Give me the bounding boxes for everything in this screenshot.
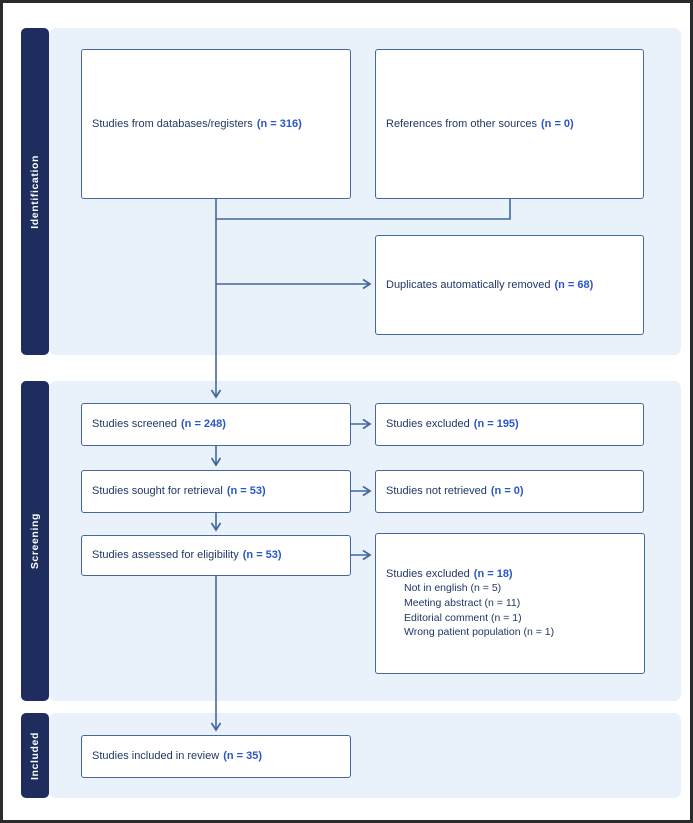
box-count: (n = 18) — [473, 567, 513, 580]
box-label: Studies excluded — [386, 567, 470, 580]
box-count: (n = 68) — [554, 278, 594, 291]
screening-section-tab: Screening — [21, 381, 49, 701]
box-count: (n = 53) — [242, 549, 282, 562]
box-duplicates-removed: Duplicates automatically removed(n = 68) — [375, 235, 644, 335]
box-studies-included-review: Studies included in review(n = 35) — [81, 735, 351, 778]
box-studies-sought-retrieval: Studies sought for retrieval(n = 53) — [81, 470, 351, 513]
box-count: (n = 35) — [223, 750, 263, 763]
box-studies-not-retrieved: Studies not retrieved(n = 0) — [375, 470, 644, 513]
screening-section-label: Screening — [29, 512, 41, 570]
exclusion-reason: Not in english (n = 5) — [404, 582, 502, 595]
exclusion-reason: Meeting abstract (n = 11) — [404, 596, 521, 609]
box-count: (n = 316) — [256, 117, 302, 130]
box-studies-excluded-screening: Studies excluded(n = 195) — [375, 403, 644, 446]
box-label: Studies included in review — [92, 750, 220, 763]
box-label: Studies sought for retrieval — [92, 485, 223, 498]
box-studies-screened: Studies screened (n = 248) — [81, 403, 351, 446]
box-label: Duplicates automatically removed — [386, 278, 551, 291]
box-studies-from-databases: Studies from databases/registers(n = 316… — [81, 49, 351, 199]
box-count: (n = 248) — [181, 418, 226, 431]
box-references-other-sources: References from other sources(n = 0) — [375, 49, 644, 199]
box-label: Studies from databases/registers — [92, 117, 253, 130]
exclusion-reason: Wrong patient population (n = 1) — [404, 626, 555, 639]
box-label: Studies assessed for eligibility — [92, 549, 239, 562]
box-label: Studies excluded — [386, 418, 470, 431]
identification-section-label: Identification — [29, 154, 41, 229]
box-count: (n = 195) — [473, 418, 519, 431]
included-section-label: Included — [29, 731, 41, 780]
box-count: (n = 53) — [226, 485, 266, 498]
box-studies-assessed-eligibility: Studies assessed for eligibility(n = 53) — [81, 535, 351, 576]
box-label: Studies screened — [92, 418, 177, 431]
box-label: Studies not retrieved — [386, 485, 487, 498]
box-count: (n = 0) — [490, 485, 524, 498]
included-section-tab: Included — [21, 713, 49, 798]
box-studies-excluded-eligibility: Studies excluded(n = 18) Not in english … — [375, 533, 645, 674]
exclusion-reason: Editorial comment (n = 1) — [404, 611, 522, 624]
box-label: References from other sources — [386, 117, 538, 130]
identification-section-tab: Identification — [21, 28, 49, 355]
box-count: (n = 0) — [541, 117, 574, 130]
